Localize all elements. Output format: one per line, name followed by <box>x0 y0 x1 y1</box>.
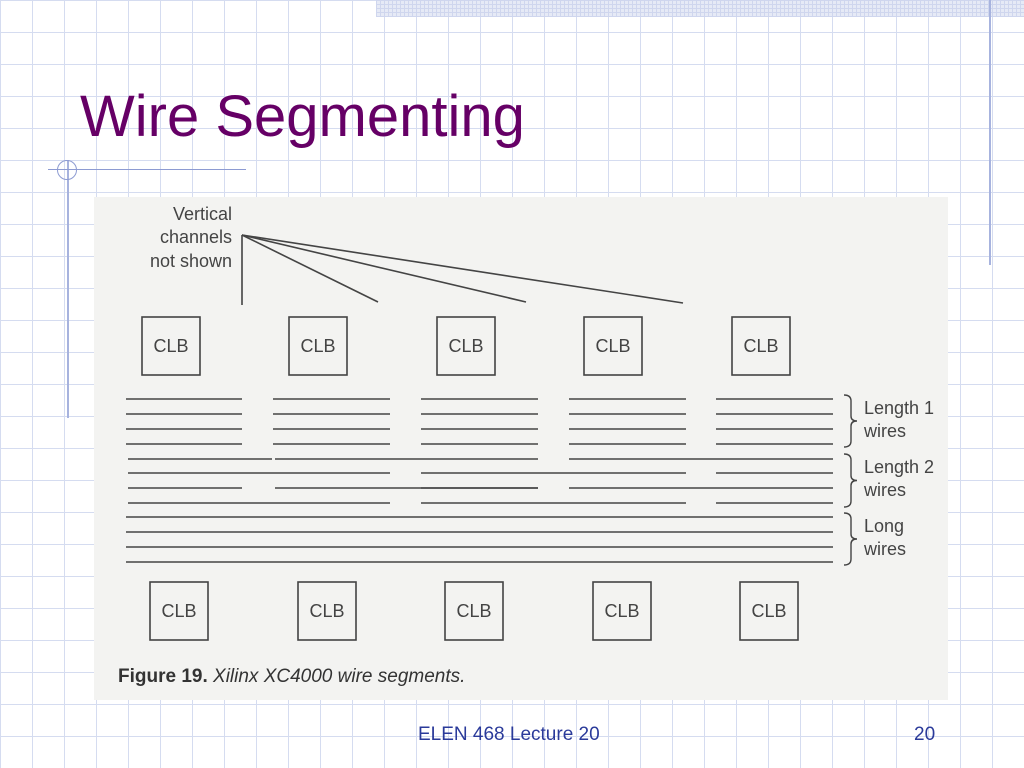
wire-tracks <box>126 398 833 563</box>
clb-label: CLB <box>743 336 778 356</box>
clb-label: CLB <box>456 601 491 621</box>
clb-box <box>592 581 652 641</box>
left-decor-rule <box>67 160 69 418</box>
clb-label: CLB <box>604 601 639 621</box>
caption-text: Xilinx XC4000 wire segments. <box>208 666 466 687</box>
group-braces <box>843 394 858 566</box>
clb-box <box>436 316 496 376</box>
group-brace <box>843 453 858 508</box>
group-label-length1-line1: Length 1 <box>864 398 934 418</box>
group-brace <box>843 394 858 448</box>
slide-title: Wire Segmenting <box>80 84 525 149</box>
footer-text: ELEN 468 Lecture 20 <box>418 724 600 745</box>
group-label-long-line1: Long <box>864 516 904 536</box>
clb-box <box>444 581 504 641</box>
group-label-length1-line2: wires <box>863 421 906 441</box>
crosshair-circle-icon <box>57 160 77 180</box>
clb-label: CLB <box>448 336 483 356</box>
clb-box <box>739 581 799 641</box>
clb-label: CLB <box>309 601 344 621</box>
top-decor-band <box>376 0 1024 17</box>
figure-caption: Figure 19. Xilinx XC4000 wire segments. <box>118 666 465 687</box>
clb-label: CLB <box>300 336 335 356</box>
title-underline-rule <box>48 169 246 170</box>
clb-box <box>288 316 348 376</box>
caption-bold: Figure 19. <box>118 666 208 687</box>
bottom-clb-row: CLB CLB CLB CLB CLB <box>149 581 799 641</box>
annotation-leaders <box>241 234 684 305</box>
clb-label: CLB <box>595 336 630 356</box>
clb-box <box>731 316 791 376</box>
clb-box <box>583 316 643 376</box>
right-decor-rule <box>989 0 991 265</box>
annotation-line: channels <box>160 227 232 247</box>
annotation-line: Vertical <box>173 204 232 224</box>
group-label-length2-line1: Length 2 <box>864 457 934 477</box>
clb-label: CLB <box>153 336 188 356</box>
annotation-line: not shown <box>150 251 232 271</box>
clb-box <box>297 581 357 641</box>
clb-label: CLB <box>751 601 786 621</box>
group-brace <box>843 512 858 566</box>
group-label-length2-line2: wires <box>863 480 906 500</box>
clb-box <box>149 581 209 641</box>
clb-box <box>141 316 201 376</box>
page-number: 20 <box>914 724 936 745</box>
clb-label: CLB <box>161 601 196 621</box>
group-label-long-line2: wires <box>863 539 906 559</box>
top-clb-row: CLB CLB CLB CLB CLB <box>141 316 791 376</box>
